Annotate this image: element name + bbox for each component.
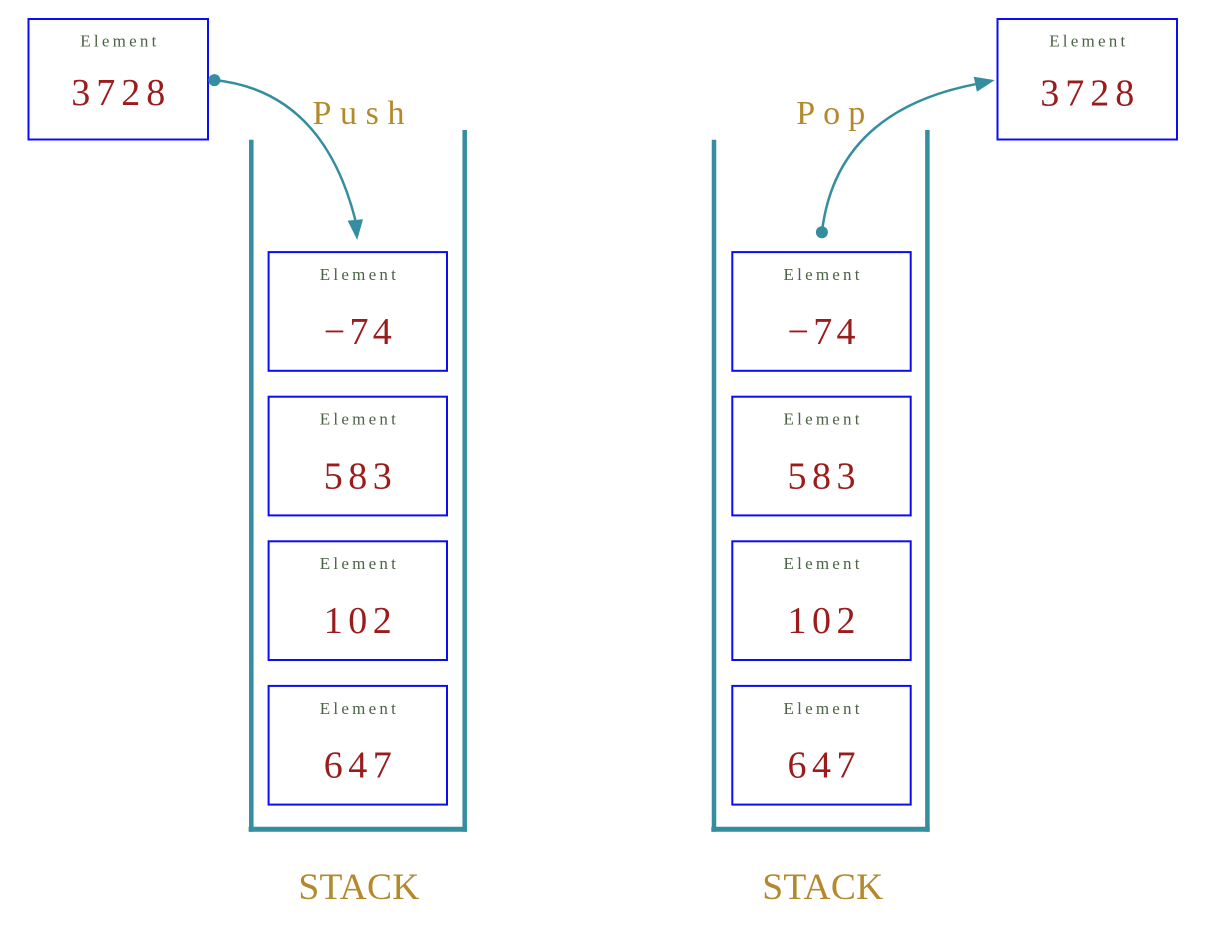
svg-text:−74: −74 — [788, 311, 856, 353]
svg-text:102: 102 — [788, 600, 856, 642]
svg-text:583: 583 — [788, 455, 856, 497]
svg-text:647: 647 — [788, 745, 856, 787]
svg-text:−74: −74 — [324, 311, 392, 353]
svg-text:647: 647 — [324, 745, 392, 787]
svg-text:STACK: STACK — [762, 867, 883, 908]
svg-text:583: 583 — [324, 455, 392, 497]
svg-text:102: 102 — [324, 600, 392, 642]
svg-text:STACK: STACK — [298, 867, 419, 908]
svg-text:Pop: Pop — [796, 95, 865, 132]
